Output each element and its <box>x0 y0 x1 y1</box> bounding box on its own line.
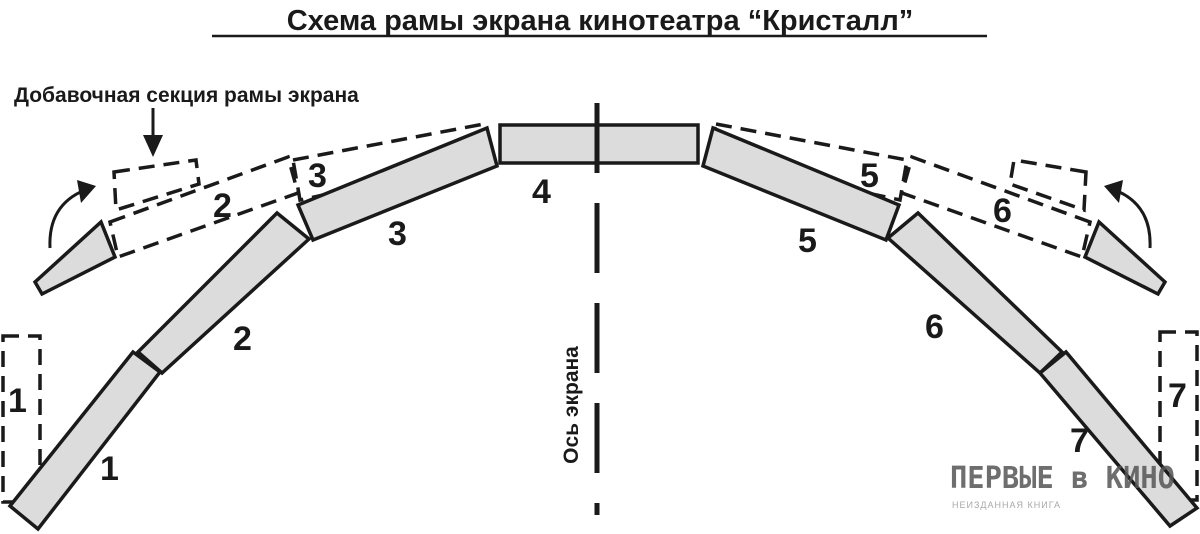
label-section-6: 6 <box>925 308 944 346</box>
label-section-7: 7 <box>1070 422 1089 460</box>
watermark-main: ПЕРВЫЕ в КИНО <box>950 461 1175 496</box>
dashed-additional-right <box>1008 157 1088 213</box>
section-1 <box>7 349 163 532</box>
label-dashed-3: 3 <box>308 157 327 195</box>
watermark-logo: ПЕРВЫЕ в КИНО НЕИЗДАННАЯ КНИГА <box>950 461 1175 510</box>
label-dashed-2: 2 <box>213 187 232 225</box>
removed-wedge-left <box>32 219 118 297</box>
down-arrow-icon <box>143 108 163 157</box>
dashed-section-5 <box>703 121 910 203</box>
label-section-4: 4 <box>532 173 551 211</box>
dashed-section-7 <box>1158 330 1199 502</box>
label-dashed-1: 1 <box>8 382 27 420</box>
dashed-section-6 <box>899 154 1093 260</box>
rotate-arrow-left-icon <box>48 180 96 249</box>
rotate-arrow-right-icon <box>1104 180 1152 249</box>
diagram-title: Схема рамы экрана кинотеатра “Кристалл” <box>287 5 914 37</box>
label-section-5: 5 <box>798 222 817 260</box>
label-dashed-5: 5 <box>860 157 879 195</box>
label-section-1: 1 <box>100 450 119 488</box>
label-dashed-7: 7 <box>1168 377 1187 415</box>
dashed-additional-left <box>112 158 201 213</box>
label-section-2: 2 <box>233 320 252 358</box>
section-5 <box>700 125 902 243</box>
watermark-sub: НЕИЗДАННАЯ КНИГА <box>952 500 1061 510</box>
screen-axis-label: Ось экрана <box>560 346 583 464</box>
label-dashed-6: 6 <box>993 192 1012 230</box>
additional-section-annotation: Добавочная секция рамы экрана <box>14 84 359 107</box>
section-6 <box>885 210 1065 376</box>
section-3 <box>295 125 500 243</box>
section-2 <box>135 210 312 376</box>
removed-wedge-right <box>1082 219 1168 297</box>
label-section-3: 3 <box>388 215 407 253</box>
section-7 <box>1037 349 1200 529</box>
